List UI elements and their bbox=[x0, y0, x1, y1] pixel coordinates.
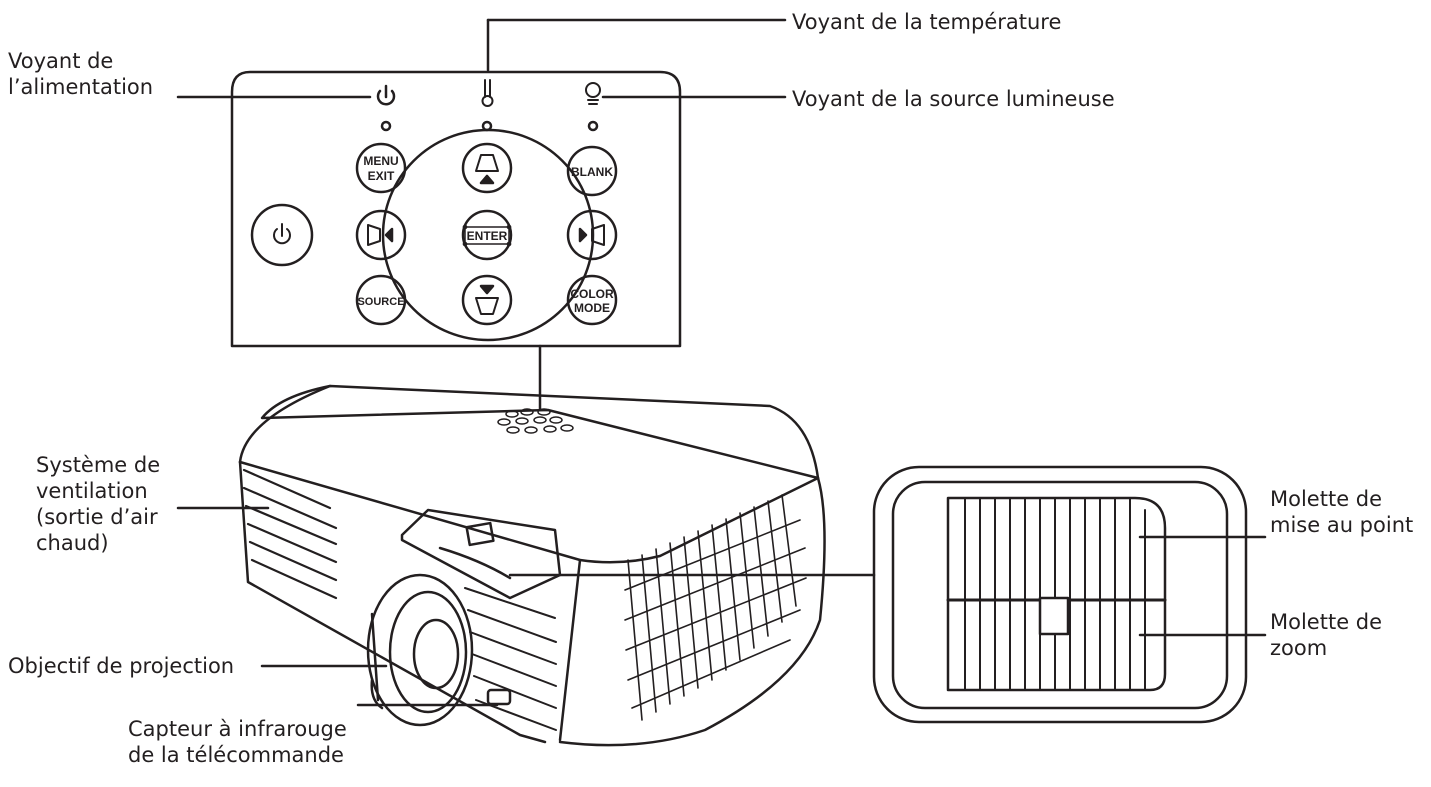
mode-label: MODE bbox=[574, 301, 610, 315]
keystone-down-arrow bbox=[479, 284, 495, 295]
light-source-led bbox=[587, 120, 599, 132]
callout-lines bbox=[176, 18, 1267, 707]
color-mode-button[interactable] bbox=[566, 274, 618, 326]
keystone-up-arrow bbox=[479, 174, 495, 185]
left-arrow-icon bbox=[367, 224, 381, 246]
blank-label: BLANK bbox=[571, 165, 613, 179]
keystone-up-button[interactable] bbox=[461, 142, 513, 194]
power-led bbox=[380, 120, 392, 132]
left-arrow-head bbox=[384, 227, 394, 243]
projector-body bbox=[238, 384, 826, 747]
blank-button[interactable] bbox=[566, 145, 618, 197]
power-button-icon bbox=[273, 223, 291, 245]
power-button[interactable] bbox=[250, 203, 314, 267]
source-label: SOURCE bbox=[357, 296, 404, 308]
lightbulb-icon bbox=[585, 82, 601, 105]
zoom-ring-label: Molette de zoom bbox=[1270, 610, 1383, 660]
right-arrow-head bbox=[578, 227, 588, 243]
color-label: COLOR bbox=[570, 287, 614, 301]
left-button[interactable] bbox=[355, 209, 407, 261]
menu-label: MENU bbox=[363, 154, 398, 168]
zoom-lever bbox=[1038, 596, 1070, 636]
right-arrow-icon bbox=[591, 224, 605, 246]
menu-exit-button[interactable] bbox=[355, 142, 407, 194]
enter-frame bbox=[462, 224, 512, 247]
keystone-down-icon bbox=[475, 297, 499, 315]
keystone-down-button[interactable] bbox=[461, 274, 513, 326]
temperature-indicator-label: Voyant de la température bbox=[792, 10, 1062, 34]
keystone-up-icon bbox=[475, 154, 499, 172]
focus-zoom-detail bbox=[872, 465, 1248, 724]
thermometer-icon bbox=[481, 79, 494, 107]
control-panel bbox=[230, 70, 682, 412]
right-button[interactable] bbox=[566, 209, 618, 261]
exit-label: EXIT bbox=[368, 169, 395, 183]
enter-button[interactable] bbox=[461, 209, 513, 261]
power-indicator-icon bbox=[376, 84, 396, 106]
ir-sensor-label: Capteur à infrarouge de la télécommande bbox=[128, 717, 347, 767]
source-button[interactable] bbox=[355, 274, 407, 326]
light-source-indicator-label: Voyant de la source lumineuse bbox=[792, 87, 1115, 111]
enter-label: ENTER bbox=[467, 229, 508, 243]
ventilation-label: Système de ventilation (sortie d’air cha… bbox=[36, 453, 161, 555]
projection-lens-label: Objectif de projection bbox=[8, 654, 235, 678]
focus-ring-label: Molette de mise au point bbox=[1270, 487, 1414, 537]
power-indicator-label: Voyant de l’alimentation bbox=[8, 49, 154, 99]
